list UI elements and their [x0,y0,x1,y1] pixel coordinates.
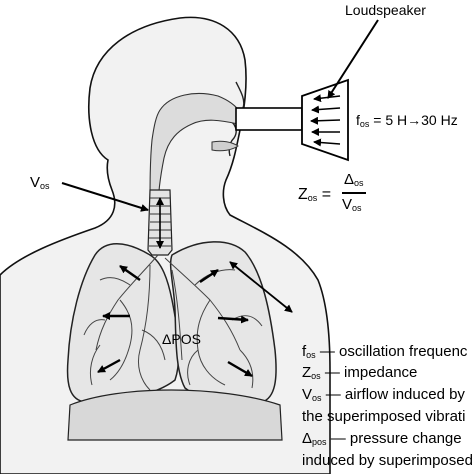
legend-item-vos: Vos — airflow induced by [302,386,465,403]
vos-pointer-arrow [61,182,149,212]
loudspeaker-label: Loudspeaker [345,2,426,18]
legend-item-dpos: Δpos — pressure change [302,430,462,447]
zos-symbol: Z [298,186,308,203]
zos-equals: = [321,186,332,203]
numerator-symbol: Δ [344,171,355,188]
legend-symbol: Δ [302,430,313,447]
numerator-subscript: os [354,178,364,188]
denominator-symbol: V [342,196,353,213]
fos-value: = 5 H→30 Hz [373,112,458,128]
mouth [211,140,239,152]
legend-item-vos-continued: the superimposed vibrati [302,408,465,425]
legend-text: induced by superimposed [302,452,473,469]
legend-subscript: os [311,371,321,381]
legend-symbol: Z [302,364,312,381]
vos-subscript: os [40,181,50,191]
legend-item-fos: fos — oscillation frequenc [302,343,467,360]
legend-symbol: f [302,343,307,360]
lung-pressure-arrows [97,265,253,378]
fos-subscript: os [359,119,370,129]
legend-text: — pressure change [326,430,462,447]
legend-text: the superimposed vibrati [302,408,466,425]
formula-denominator: Vos [342,197,362,213]
fos-value-label: fos = 5 H→30 Hz [356,113,458,129]
legend-subscript: os [312,393,322,403]
legend-item-zos: Zos — impedance [302,364,417,381]
legend-symbol: V [302,386,313,403]
nasal-airway [149,93,241,211]
legend-text: — airflow induced by [321,386,465,403]
legend-subscript: pos [312,437,327,447]
impedance-formula: Zos = [298,187,331,203]
legend-item-dpos-continued: induced by superimposed [302,452,473,469]
formula-fraction-bar [342,192,366,194]
legend-text: — impedance [320,364,418,381]
loudspeaker-device [235,78,349,162]
denominator-subscript: os [352,203,362,213]
vos-symbol: V [30,174,41,191]
lung-expansion-arrow [229,261,293,313]
loudspeaker-pointer-arrow [327,19,379,99]
dpos-label: ΔPOS [162,331,201,347]
formula-numerator: Δos [344,172,364,188]
zos-subscript: os [307,193,318,203]
vos-label: Vos [30,175,50,191]
legend-subscript: os [306,350,316,360]
fos-symbol: f [356,112,360,128]
diaphragm [67,389,283,441]
legend-text: — oscillation frequenc [315,343,468,360]
